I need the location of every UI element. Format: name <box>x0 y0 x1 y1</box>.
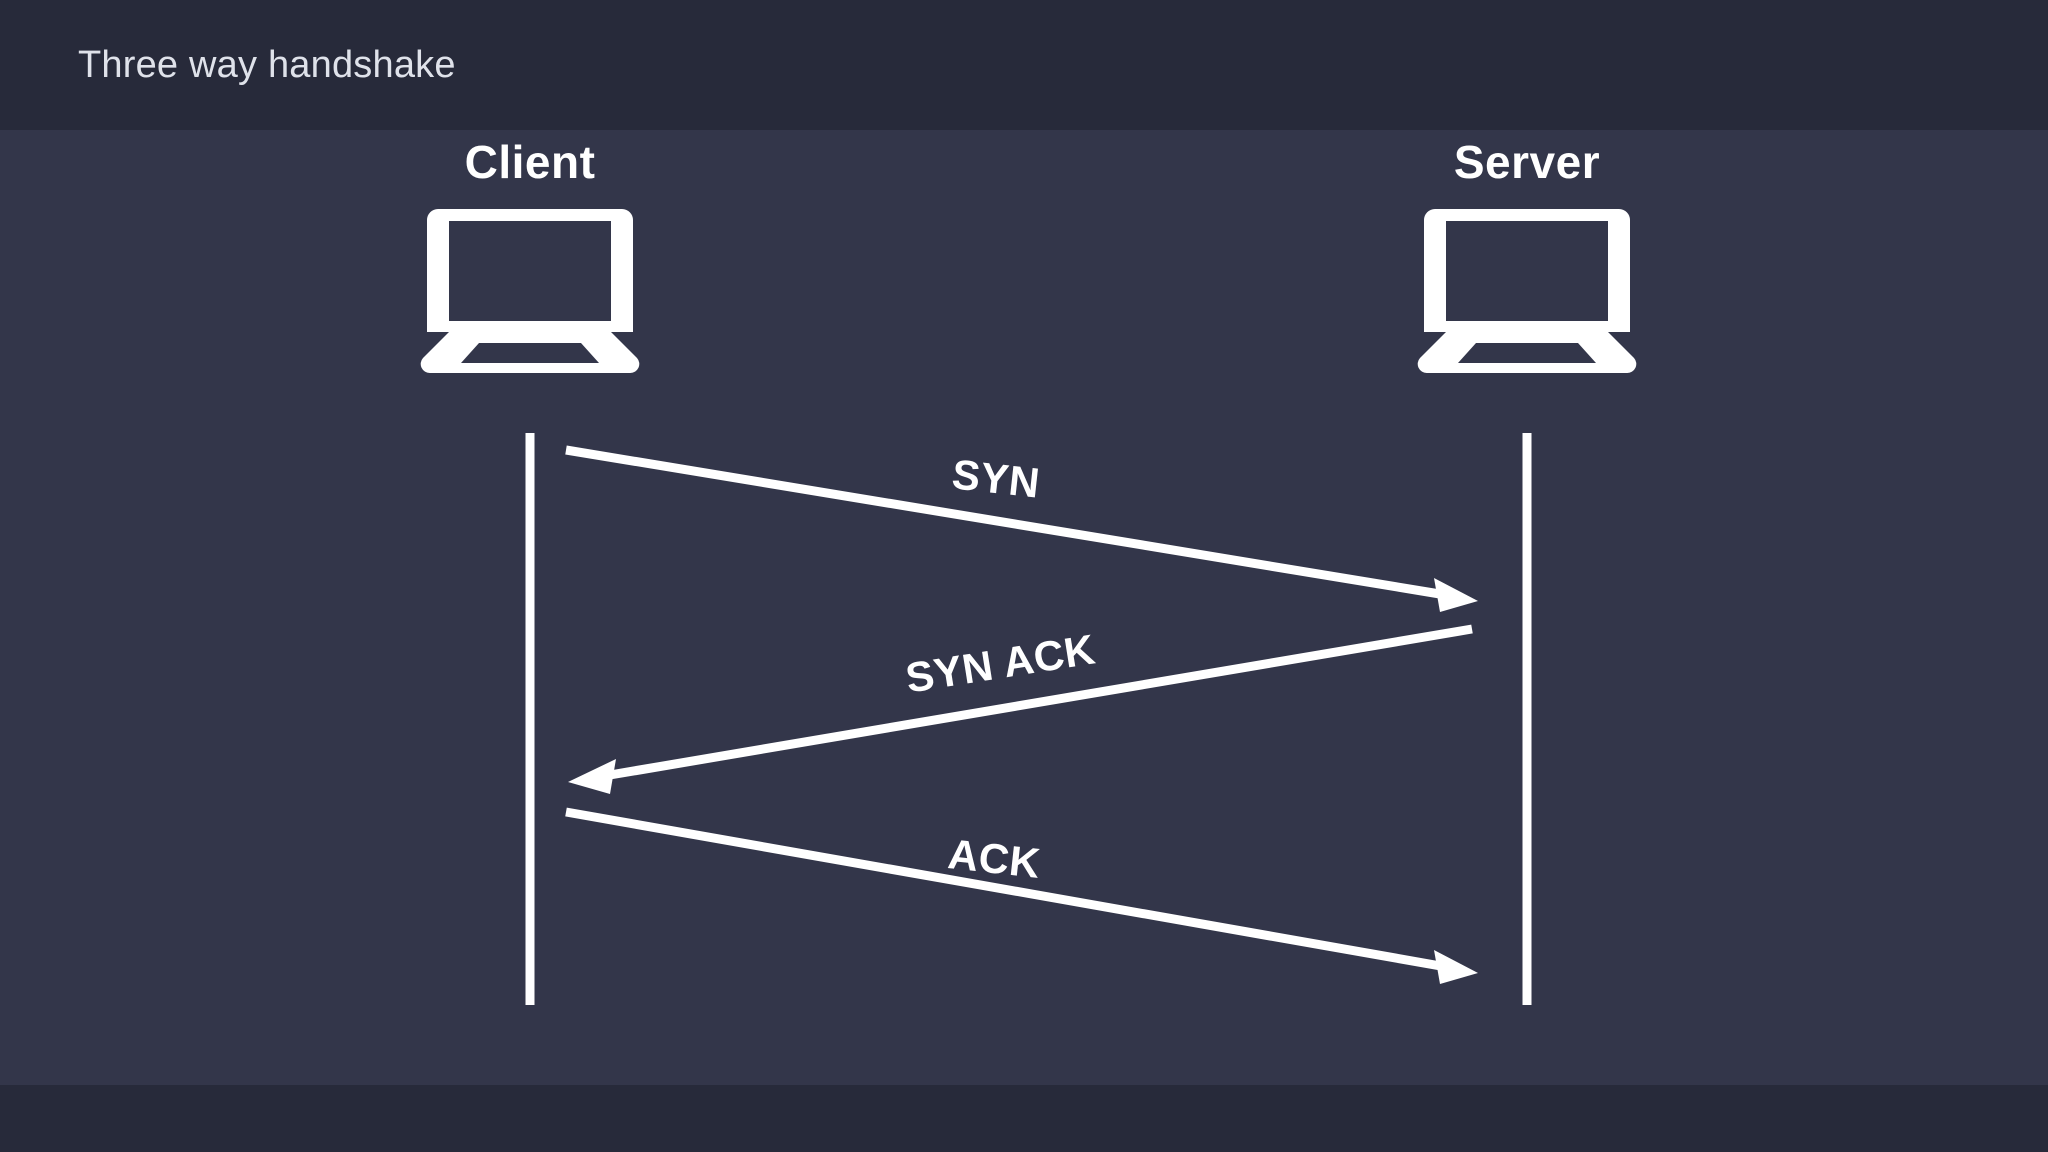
participant-label-client: Client <box>464 136 596 188</box>
page-title: Three way handshake <box>78 44 456 86</box>
laptop-icon-client <box>405 195 655 375</box>
participant-label-server: Server <box>1453 136 1601 188</box>
laptop-icon-server <box>1402 195 1652 375</box>
slide-header-band <box>0 0 2048 130</box>
message-label-ack: ACK <box>945 830 1043 887</box>
message-label-syn: SYN <box>949 450 1043 507</box>
slide-footer-band <box>0 1085 2048 1152</box>
slide-body-background <box>0 130 2048 1085</box>
